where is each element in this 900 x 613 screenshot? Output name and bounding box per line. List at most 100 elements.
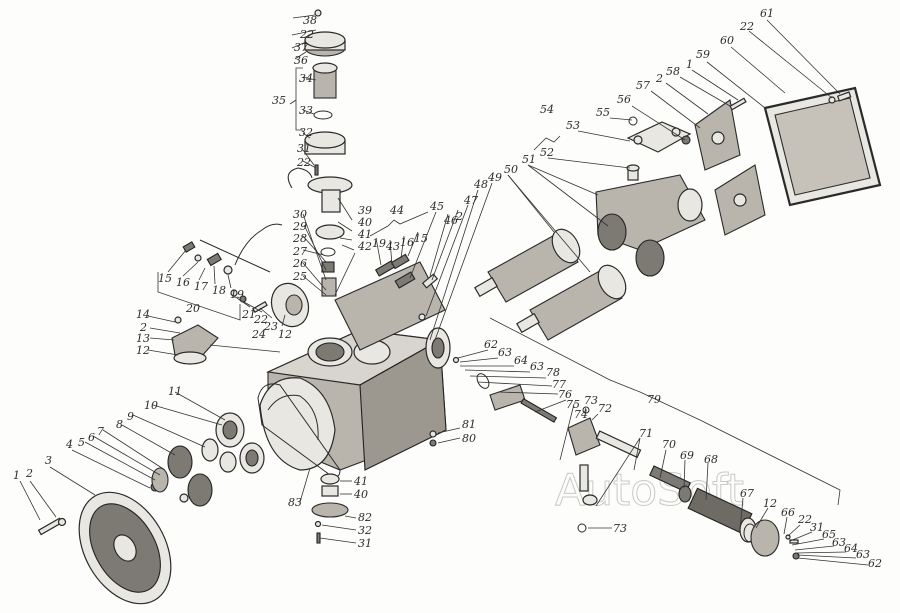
callout-22e: 22 bbox=[797, 513, 812, 526]
callout-44: 44 bbox=[389, 204, 404, 217]
callout-48: 48 bbox=[473, 178, 488, 191]
callout-38: 38 bbox=[303, 14, 317, 27]
callout-60: 60 bbox=[720, 34, 734, 47]
callout-53: 53 bbox=[566, 119, 580, 132]
callout-62a: 62 bbox=[484, 338, 498, 351]
callout-37: 37 bbox=[294, 41, 308, 54]
callout-43: 43 bbox=[385, 240, 400, 253]
bolt-61 bbox=[836, 91, 852, 102]
wire bbox=[234, 223, 283, 266]
callout-12c: 12 bbox=[763, 497, 777, 510]
callout-6: 6 bbox=[88, 431, 95, 444]
callout-32a: 32 bbox=[299, 126, 313, 139]
callout-41b: 41 bbox=[353, 475, 368, 488]
callout-74: 74 bbox=[574, 408, 588, 421]
callout-34: 34 bbox=[299, 72, 313, 85]
callout-63d: 63 bbox=[856, 548, 870, 561]
callout-15a: 15 bbox=[158, 272, 172, 285]
callout-28: 28 bbox=[292, 232, 307, 245]
callout-22a: 22 bbox=[253, 313, 268, 326]
callout-30: 30 bbox=[293, 208, 307, 221]
callout-32b: 32 bbox=[358, 524, 372, 537]
callout-64b: 64 bbox=[844, 542, 858, 555]
callout-39: 39 bbox=[358, 204, 372, 217]
callout-1: 1 bbox=[13, 469, 20, 482]
callout-63c: 63 bbox=[832, 536, 846, 549]
washer-2 bbox=[57, 517, 67, 527]
callout-19b: 19 bbox=[372, 237, 386, 250]
callout-75: 75 bbox=[566, 398, 580, 411]
callout-61: 61 bbox=[760, 7, 774, 20]
callout-3: 3 bbox=[45, 454, 52, 467]
callout-29: 29 bbox=[292, 220, 307, 233]
callout-2b: 2 bbox=[139, 321, 147, 334]
cover-59-60 bbox=[763, 86, 882, 207]
callout-63b: 63 bbox=[530, 360, 544, 373]
callout-40a: 40 bbox=[357, 216, 372, 229]
callout-22c: 22 bbox=[296, 156, 311, 169]
callout-46: 46 bbox=[443, 214, 458, 227]
callout-76: 76 bbox=[558, 388, 572, 401]
callout-72: 72 bbox=[598, 402, 612, 415]
callout-47: 47 bbox=[463, 194, 478, 207]
callout-77: 77 bbox=[552, 378, 566, 391]
callout-4: 4 bbox=[65, 438, 73, 451]
callout-83: 83 bbox=[288, 496, 302, 509]
vertical-stack bbox=[304, 9, 353, 297]
pump-housing bbox=[259, 261, 451, 471]
callout-16b: 16 bbox=[400, 236, 414, 249]
bracket-line-20 bbox=[199, 239, 271, 273]
callout-33: 33 bbox=[299, 104, 313, 117]
shaft-assembly bbox=[452, 356, 800, 560]
callout-65: 65 bbox=[822, 528, 836, 541]
leader-lines bbox=[19, 14, 869, 566]
cover-12-left bbox=[171, 316, 219, 365]
washer-56 bbox=[681, 135, 691, 145]
callout-31a: 31 bbox=[297, 142, 311, 155]
callout-41a: 41 bbox=[357, 228, 372, 241]
callout-21: 21 bbox=[241, 308, 256, 321]
callout-79: 79 bbox=[647, 393, 661, 406]
callout-57: 57 bbox=[636, 79, 650, 92]
callout-1b: 1 bbox=[686, 58, 693, 71]
callout-labels: 1 2 3 4 5 6 7 8 9 10 11 14 2 13 12 15 16… bbox=[13, 7, 882, 570]
callout-8: 8 bbox=[116, 418, 123, 431]
small-parts-15-24 bbox=[182, 241, 268, 314]
callout-62b: 62 bbox=[868, 557, 882, 570]
callout-68: 68 bbox=[704, 453, 718, 466]
callout-66: 66 bbox=[781, 506, 795, 519]
callout-54: 54 bbox=[540, 103, 554, 116]
callout-64a: 64 bbox=[514, 354, 528, 367]
callout-45: 45 bbox=[429, 200, 444, 213]
callout-7: 7 bbox=[97, 425, 104, 438]
callout-31c: 31 bbox=[358, 537, 372, 550]
gears-bearings bbox=[150, 412, 265, 507]
callout-23: 23 bbox=[263, 320, 278, 333]
callout-20: 20 bbox=[185, 302, 200, 315]
bracket-lines bbox=[157, 67, 841, 506]
callout-10: 10 bbox=[144, 399, 158, 412]
callout-22b: 22 bbox=[299, 28, 314, 41]
small-parts-43-47 bbox=[374, 253, 439, 321]
callout-5: 5 bbox=[78, 436, 85, 449]
callout-13: 13 bbox=[136, 332, 150, 345]
callout-71: 71 bbox=[639, 427, 653, 440]
callout-52: 52 bbox=[540, 146, 554, 159]
callout-26: 26 bbox=[292, 257, 307, 270]
callout-40b: 40 bbox=[353, 488, 368, 501]
callout-2c: 2 bbox=[455, 210, 463, 223]
plate-53 bbox=[626, 116, 692, 153]
callout-2d: 2 bbox=[655, 72, 663, 85]
flange-12 bbox=[270, 282, 310, 328]
callout-35: 35 bbox=[272, 94, 286, 107]
callout-16a: 16 bbox=[176, 276, 190, 289]
callout-81: 81 bbox=[462, 418, 476, 431]
callout-27: 27 bbox=[292, 245, 307, 258]
callout-58: 58 bbox=[666, 65, 680, 78]
washer-22-top bbox=[828, 96, 836, 104]
snap-ring-arc bbox=[287, 167, 313, 189]
callout-63a: 63 bbox=[498, 346, 512, 359]
callout-31b: 31 bbox=[810, 521, 824, 534]
callout-51: 51 bbox=[522, 153, 536, 166]
